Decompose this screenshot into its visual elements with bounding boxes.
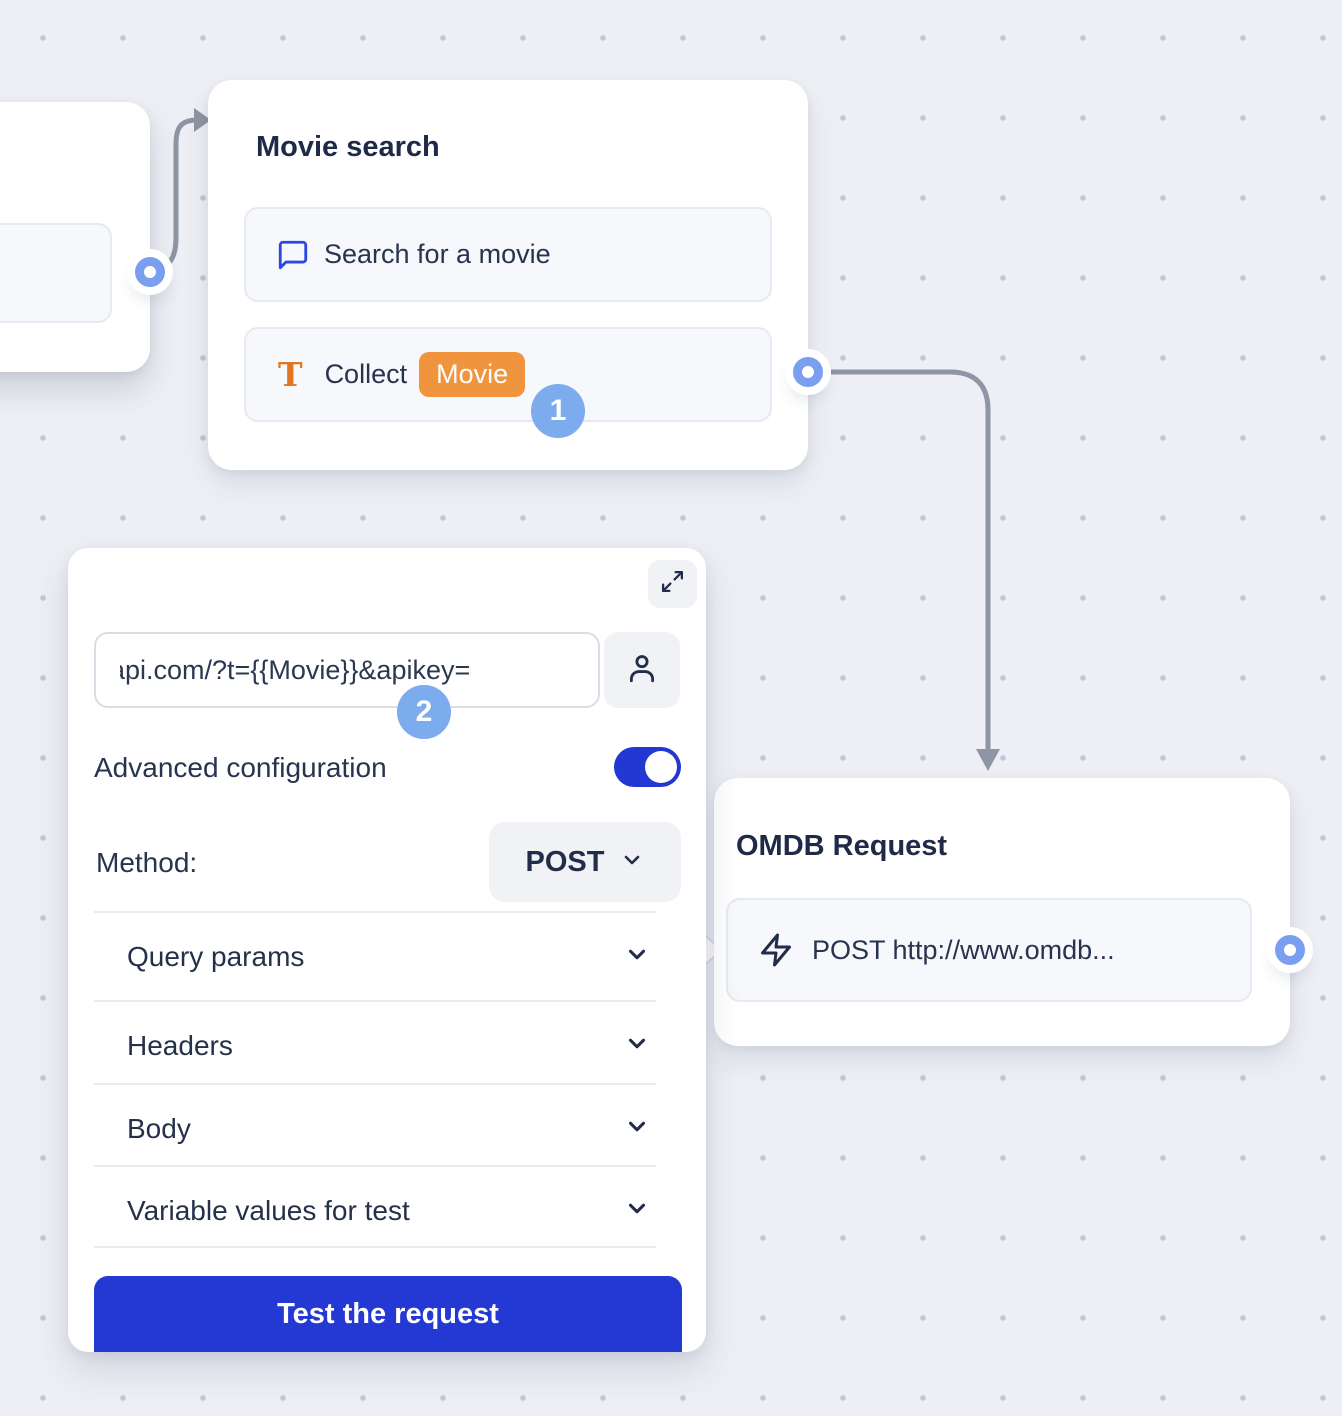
wire-into-movie-search [153, 117, 199, 274]
section-body[interactable]: Body [94, 1085, 656, 1173]
account-variable-button[interactable] [604, 632, 680, 708]
section-label: Headers [127, 1030, 233, 1061]
method-label: Method: [96, 847, 198, 878]
partial-node-card[interactable] [0, 102, 150, 372]
partial-node-output-port[interactable] [135, 257, 165, 287]
text-collect-icon: T [278, 355, 303, 394]
question-block-label: Search for a movie [324, 239, 551, 269]
webhook-url-input[interactable] [94, 632, 600, 708]
zap-icon [758, 932, 794, 968]
wire-arrowhead-right [194, 108, 211, 132]
omdb-request-node[interactable]: OMDB Request POST http://www.omdb... [714, 778, 1290, 1046]
chevron-down-icon [620, 848, 644, 877]
wire-movie-to-omdb [820, 369, 991, 750]
node-title: OMDB Request [736, 830, 948, 862]
section-label: Variable values for test [127, 1195, 410, 1226]
divider [94, 1083, 656, 1085]
user-icon [625, 651, 659, 690]
movie-search-node[interactable]: Movie search Search for a movie T Collec… [208, 80, 808, 470]
question-block[interactable]: Search for a movie [244, 207, 772, 302]
collect-block[interactable]: T Collect Movie [244, 327, 772, 422]
webhook-block-label: POST http://www.omdb... [812, 934, 1115, 965]
advanced-configuration-label: Advanced configuration [94, 752, 387, 783]
chevron-down-icon [624, 1196, 650, 1227]
partial-node-slot[interactable] [0, 223, 112, 323]
expand-panel-button[interactable] [648, 560, 697, 608]
divider [94, 911, 656, 913]
movie-search-output-port[interactable] [793, 357, 823, 387]
omdb-output-port[interactable] [1275, 935, 1305, 965]
section-label: Query params [127, 941, 305, 972]
method-dropdown[interactable]: POST [489, 822, 681, 902]
step-badge-2: 2 [397, 685, 451, 739]
wire-arrowhead-down [976, 749, 1000, 771]
step-badge-1: 1 [531, 384, 585, 438]
message-square-icon [276, 238, 310, 272]
test-request-button[interactable]: Test the request [94, 1276, 682, 1352]
variable-chip-movie[interactable]: Movie [419, 352, 526, 397]
section-label: Body [127, 1113, 191, 1144]
divider [94, 1000, 656, 1002]
section-query-params[interactable]: Query params [94, 913, 656, 1001]
webhook-config-panel[interactable]: Advanced configuration Method: POST Quer… [68, 548, 706, 1352]
chevron-down-icon [624, 1031, 650, 1062]
advanced-configuration-toggle[interactable] [614, 747, 681, 787]
node-title: Movie search [256, 131, 440, 163]
toggle-knob [645, 751, 677, 783]
expand-icon [660, 569, 685, 599]
divider [94, 1246, 656, 1248]
section-headers[interactable]: Headers [94, 1002, 656, 1090]
method-value: POST [525, 845, 605, 878]
chevron-down-icon [624, 1114, 650, 1145]
divider [94, 1165, 656, 1167]
chevron-down-icon [624, 942, 650, 973]
webhook-block[interactable]: POST http://www.omdb... [726, 898, 1252, 1002]
collect-block-label: Collect [324, 359, 408, 389]
section-variable-values[interactable]: Variable values for test [94, 1167, 656, 1255]
